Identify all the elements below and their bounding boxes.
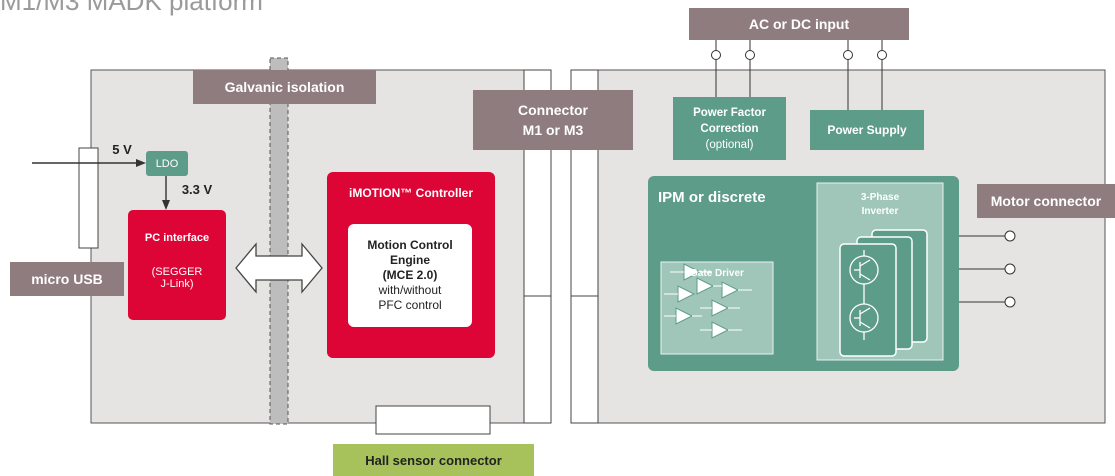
galvanic-isolation-text: Galvanic isolation [224,79,345,95]
segger-line-2: J-Link) [160,278,194,290]
pc-interface-block: PC interface (SEGGER J-Link) [128,210,226,320]
mce-line-2: Engine [389,253,430,267]
imotion-controller-text: iMOTION™ Controller [349,186,473,200]
connector-label: Connector M1 or M3 [473,90,633,150]
isolation-strip [269,57,289,425]
pc-interface-text: PC interface [144,232,210,244]
connector-line-1: Connector [518,102,588,118]
imotion-controller-title: iMOTION™ Controller [327,182,495,204]
voltage-3v3-text: 3.3 V [181,181,213,197]
ldo-block: LDO [146,151,188,176]
mce-line-1: Motion Control [367,238,453,252]
page-title: M1/M3 MADK platform [0,0,263,16]
mce-line-3: (MCE 2.0) [382,268,438,282]
pfc-line-2: Correction [700,122,759,135]
isolation-arrow [235,242,323,294]
ipm-label: IPM or discrete [658,186,778,208]
motor-connector-label: Motor connector [977,184,1115,218]
mce-line-5: PFC control [378,298,442,312]
gate-driver-label: Gate Driver [661,264,773,282]
inverter-label: 3-Phase Inverter [817,188,943,222]
segger-line-1: (SEGGER [151,266,203,278]
micro-usb-label: micro USB [10,262,124,296]
pfc-line-1: Power Factor [693,106,766,119]
hall-connector [375,405,491,435]
connector-line-2: M1 or M3 [522,122,584,138]
micro-usb-text: micro USB [31,271,103,287]
power-supply-text: Power Supply [827,123,907,137]
power-supply-block: Power Supply [810,110,924,150]
ac-dc-input-label: AC or DC input [689,8,909,40]
voltage-5v-label: 5 V [106,140,138,158]
ipm-text: IPM or discrete [658,188,766,206]
ac-dc-input-text: AC or DC input [748,16,850,32]
ldo-text: LDO [155,157,179,170]
voltage-5v-text: 5 V [112,141,132,157]
galvanic-isolation-label: Galvanic isolation [193,70,376,104]
inverter-line-1: 3-Phase [860,192,900,203]
voltage-3v3-label: 3.3 V [172,180,222,198]
usb-connector [78,147,99,249]
hall-sensor-connector-label: Hall sensor connector [333,444,534,476]
pfc-line-3: (optional) [705,138,754,151]
pfc-block: Power Factor Correction (optional) [673,97,786,160]
hall-sensor-connector-text: Hall sensor connector [365,452,502,468]
mce-block: Motion Control Engine (MCE 2.0) with/wit… [348,224,472,327]
inverter-line-2: Inverter [861,206,899,217]
gate-driver-text: Gate Driver [690,267,744,279]
motor-connector-text: Motor connector [990,193,1102,209]
mce-line-4: with/without [378,283,442,297]
